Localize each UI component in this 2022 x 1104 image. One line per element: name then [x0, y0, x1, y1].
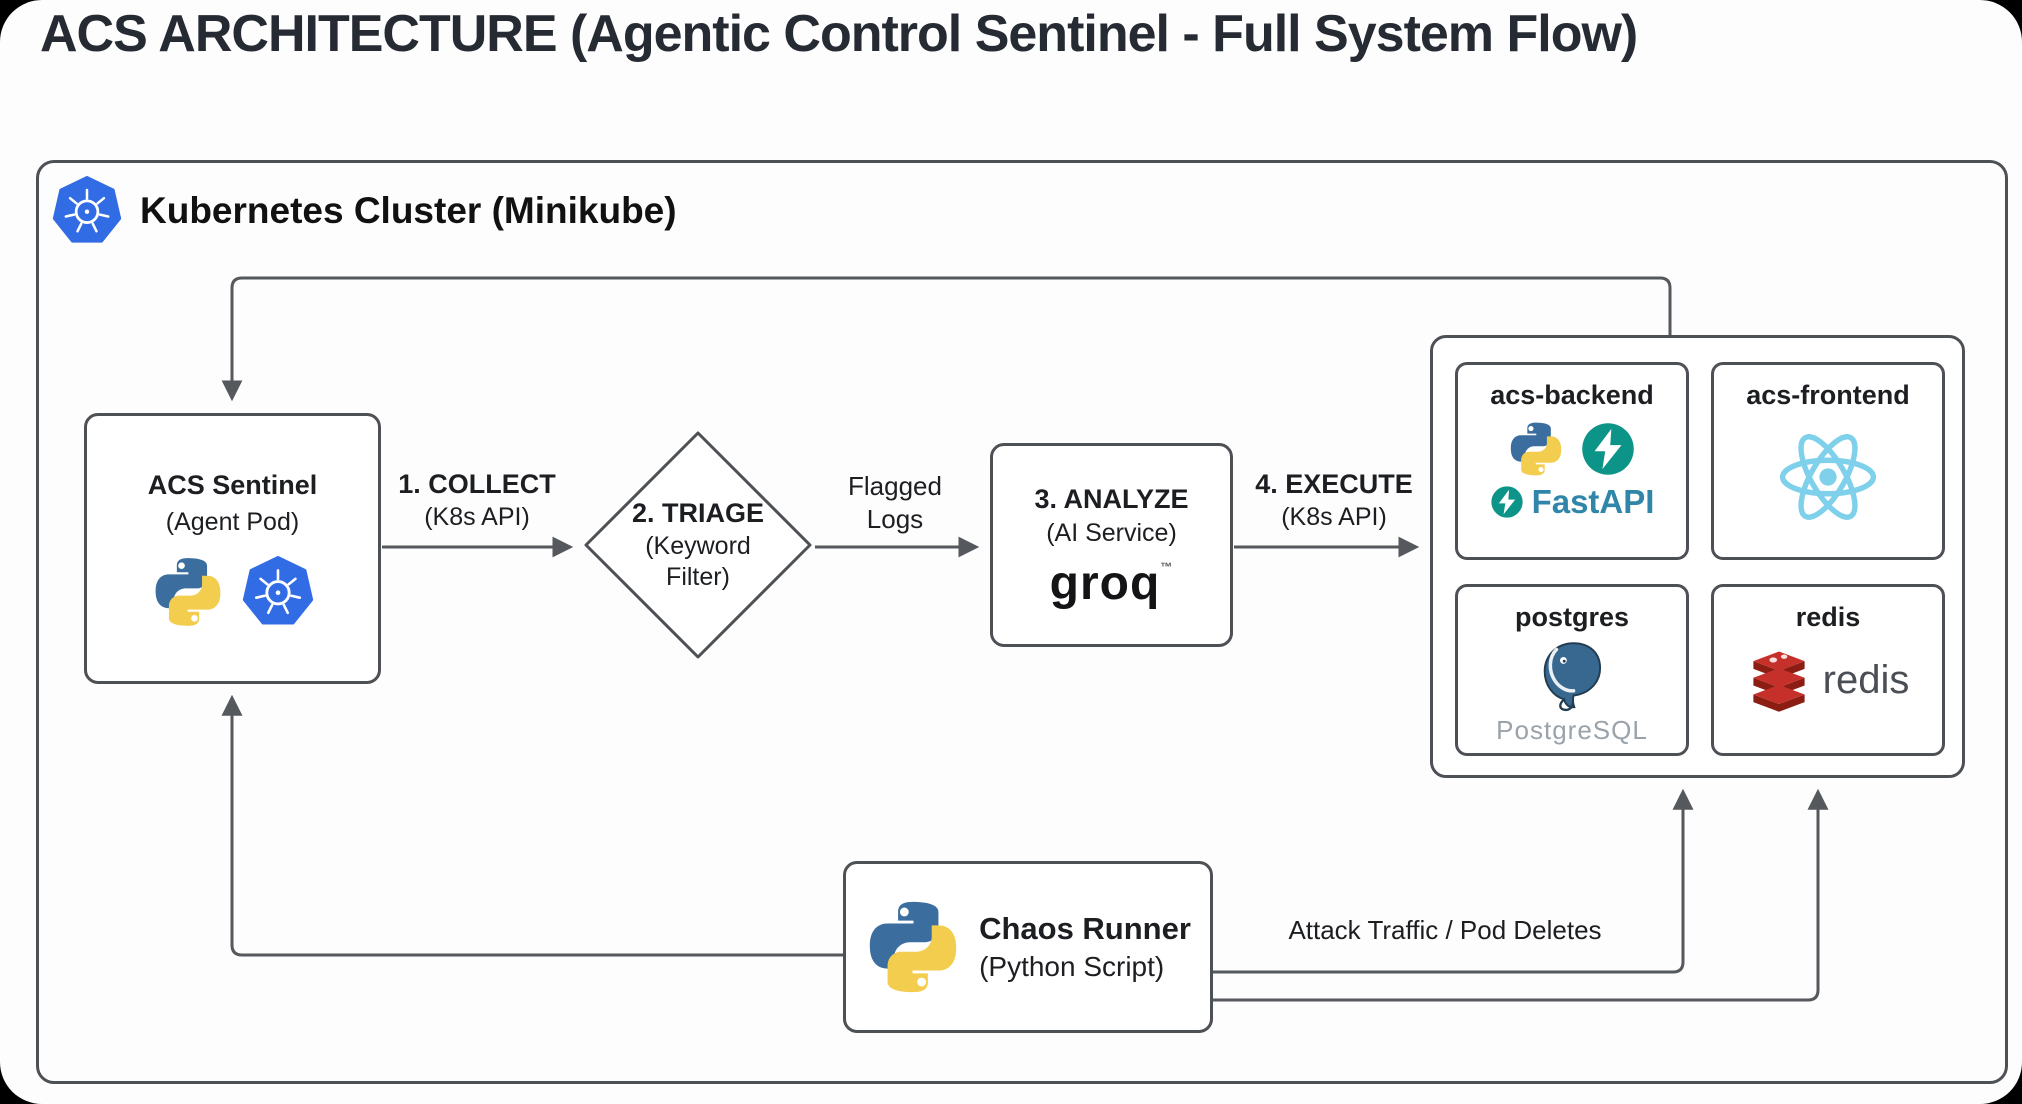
chaos-runner-subtitle: (Python Script): [979, 950, 1165, 982]
triage-subtitle-line1: (Keyword: [645, 531, 751, 560]
node-acs-backend: acs-backend FastAPI: [1455, 362, 1689, 560]
kubernetes-icon: [242, 556, 314, 628]
collect-step-sublabel: (K8s API): [424, 502, 530, 531]
node-chaos-runner: Chaos Runner (Python Script): [843, 861, 1213, 1033]
edge-label-attack-traffic: Attack Traffic / Pod Deletes: [1288, 915, 1602, 945]
node-acs-frontend: acs-frontend: [1711, 362, 1945, 560]
triage-diamond-shape: [584, 431, 812, 659]
acs-frontend-title: acs-frontend: [1746, 380, 1910, 410]
services-group: acs-backend FastAPI acs-frontend postgre…: [1430, 335, 1965, 778]
postgres-title: postgres: [1514, 602, 1630, 632]
collect-step-label: 1. COLLECT: [398, 469, 556, 499]
redis-wordmark: redis: [1822, 658, 1910, 703]
edge-label-collect: 1. COLLECT (K8s API): [377, 468, 577, 533]
kubernetes-cluster-boundary: [36, 160, 2008, 1084]
flagged-label-line1: Flagged: [848, 471, 942, 501]
kubernetes-icon: [52, 176, 122, 246]
python-icon: [152, 556, 224, 628]
cluster-label: Kubernetes Cluster (Minikube): [140, 190, 677, 231]
cluster-header: Kubernetes Cluster (Minikube): [52, 176, 677, 246]
groq-trademark: ™: [1160, 559, 1174, 574]
chaos-runner-title: Chaos Runner: [979, 911, 1191, 947]
acs-sentinel-subtitle: (Agent Pod): [165, 507, 300, 536]
node-triage: 2. TRIAGE (Keyword Filter): [583, 430, 813, 660]
react-icon: [1774, 423, 1882, 531]
node-analyze: 3. ANALYZE (AI Service) groq™: [990, 443, 1233, 647]
fastapi-icon: [1580, 421, 1636, 477]
node-redis: redis redis: [1711, 584, 1945, 756]
fastapi-wordmark: FastAPI: [1531, 482, 1655, 520]
execute-step-sublabel: (K8s API): [1281, 502, 1387, 531]
analyze-subtitle: (AI Service): [1046, 519, 1177, 548]
python-icon: [1508, 421, 1564, 477]
triage-title: 2. TRIAGE: [631, 497, 765, 528]
redis-title: redis: [1795, 602, 1861, 632]
python-icon: [865, 899, 961, 995]
fastapi-icon: [1490, 485, 1524, 519]
acs-backend-title: acs-backend: [1490, 380, 1654, 410]
edge-label-execute: 4. EXECUTE (K8s API): [1234, 468, 1434, 533]
page-title: ACS ARCHITECTURE (Agentic Control Sentin…: [40, 5, 1638, 63]
execute-step-label: 4. EXECUTE: [1255, 469, 1413, 499]
postgresql-wordmark: PostgreSQL: [1496, 714, 1648, 745]
edge-label-flagged-logs: Flagged Logs: [795, 470, 995, 535]
redis-icon: [1747, 649, 1811, 713]
triage-subtitle-line2: Filter): [666, 562, 730, 591]
acs-sentinel-title: ACS Sentinel: [147, 470, 318, 500]
node-acs-sentinel: ACS Sentinel (Agent Pod): [84, 413, 381, 684]
analyze-title: 3. ANALYZE: [1034, 483, 1189, 514]
flagged-label-line2: Logs: [866, 503, 924, 534]
node-postgres: postgres PostgreSQL: [1455, 584, 1689, 756]
postgresql-icon: [1533, 637, 1611, 715]
acs-sentinel-icons: [152, 556, 314, 628]
groq-logo: groq™: [1049, 556, 1174, 610]
